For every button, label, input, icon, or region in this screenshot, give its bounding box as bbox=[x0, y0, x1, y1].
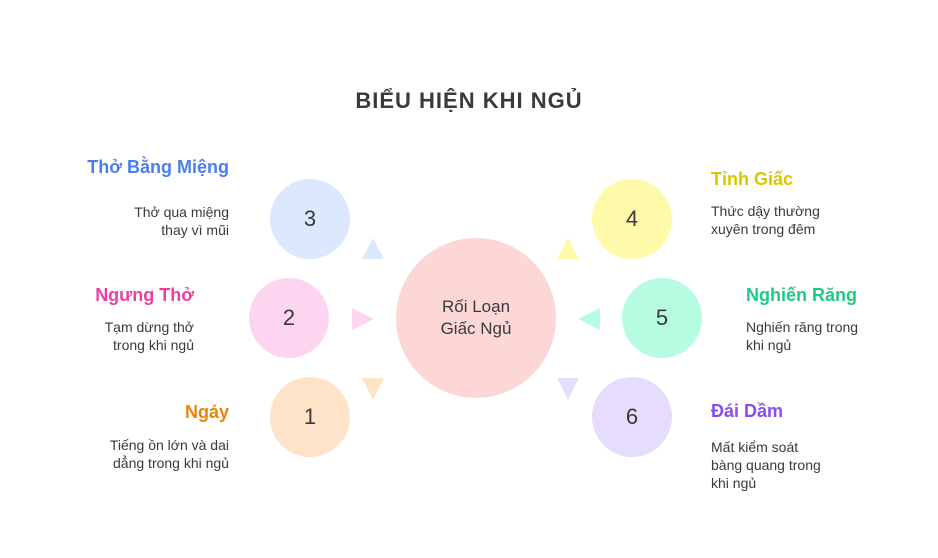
arrow-left-icon bbox=[578, 308, 600, 330]
desc-line: Mất kiểm soát bbox=[711, 439, 799, 455]
center-node: Rối Loạn Giấc Ngủ bbox=[396, 238, 556, 398]
arrow-up-icon bbox=[362, 238, 384, 259]
node-4: 4 bbox=[592, 179, 672, 259]
item-3-heading: Thở Bằng Miệng bbox=[87, 157, 229, 177]
item-5-description: Nghiến răng trong khi ngủ bbox=[746, 318, 906, 354]
desc-line: khi ngủ bbox=[711, 475, 757, 491]
desc-line: thay vì mũi bbox=[161, 222, 229, 238]
desc-line: khi ngủ bbox=[746, 337, 792, 353]
node-6: 6 bbox=[592, 377, 672, 457]
arrow-up-icon bbox=[557, 238, 579, 259]
node-5: 5 bbox=[622, 278, 702, 358]
center-label-line2: Giấc Ngủ bbox=[440, 319, 512, 338]
desc-line: dẳng trong khi ngủ bbox=[113, 455, 229, 471]
node-3: 3 bbox=[270, 179, 350, 259]
desc-line: Tiếng ồn lớn và dai bbox=[109, 437, 229, 453]
center-label-line1: Rối Loạn bbox=[441, 297, 511, 316]
desc-line: bàng quang trong bbox=[711, 457, 821, 473]
item-1-description: Tiếng ồn lớn và dai dẳng trong khi ngủ bbox=[69, 436, 229, 472]
item-4-description: Thức dậy thường xuyên trong đêm bbox=[711, 202, 871, 238]
item-2-heading: Ngưng Thở bbox=[95, 285, 194, 305]
desc-line: Thức dậy thường bbox=[711, 203, 820, 219]
desc-line: trong khi ngủ bbox=[113, 337, 194, 353]
item-3-description: Thở qua miệng thay vì mũi bbox=[69, 203, 229, 239]
arrow-down-icon bbox=[557, 378, 579, 400]
item-5-heading: Nghiến Răng bbox=[746, 285, 857, 305]
desc-line: Tạm dừng thở bbox=[104, 319, 194, 335]
arrow-right-icon bbox=[352, 308, 374, 330]
desc-line: Nghiến răng trong bbox=[746, 319, 859, 335]
item-1-heading: Ngáy bbox=[184, 402, 229, 422]
node-2: 2 bbox=[249, 278, 329, 358]
desc-line: Thở qua miệng bbox=[134, 204, 229, 220]
item-6-description: Mất kiểm soát bàng quang trong khi ngủ bbox=[711, 438, 871, 492]
diagram-title: BIỂU HIỆN KHI NGỦ bbox=[355, 88, 583, 113]
item-4-heading: Tỉnh Giấc bbox=[711, 169, 794, 189]
desc-line: xuyên trong đêm bbox=[711, 221, 816, 237]
node-1: 1 bbox=[270, 377, 350, 457]
item-2-description: Tạm dừng thở trong khi ngủ bbox=[34, 318, 194, 354]
arrow-down-icon bbox=[362, 378, 384, 400]
item-6-heading: Đái Dầm bbox=[711, 401, 784, 421]
